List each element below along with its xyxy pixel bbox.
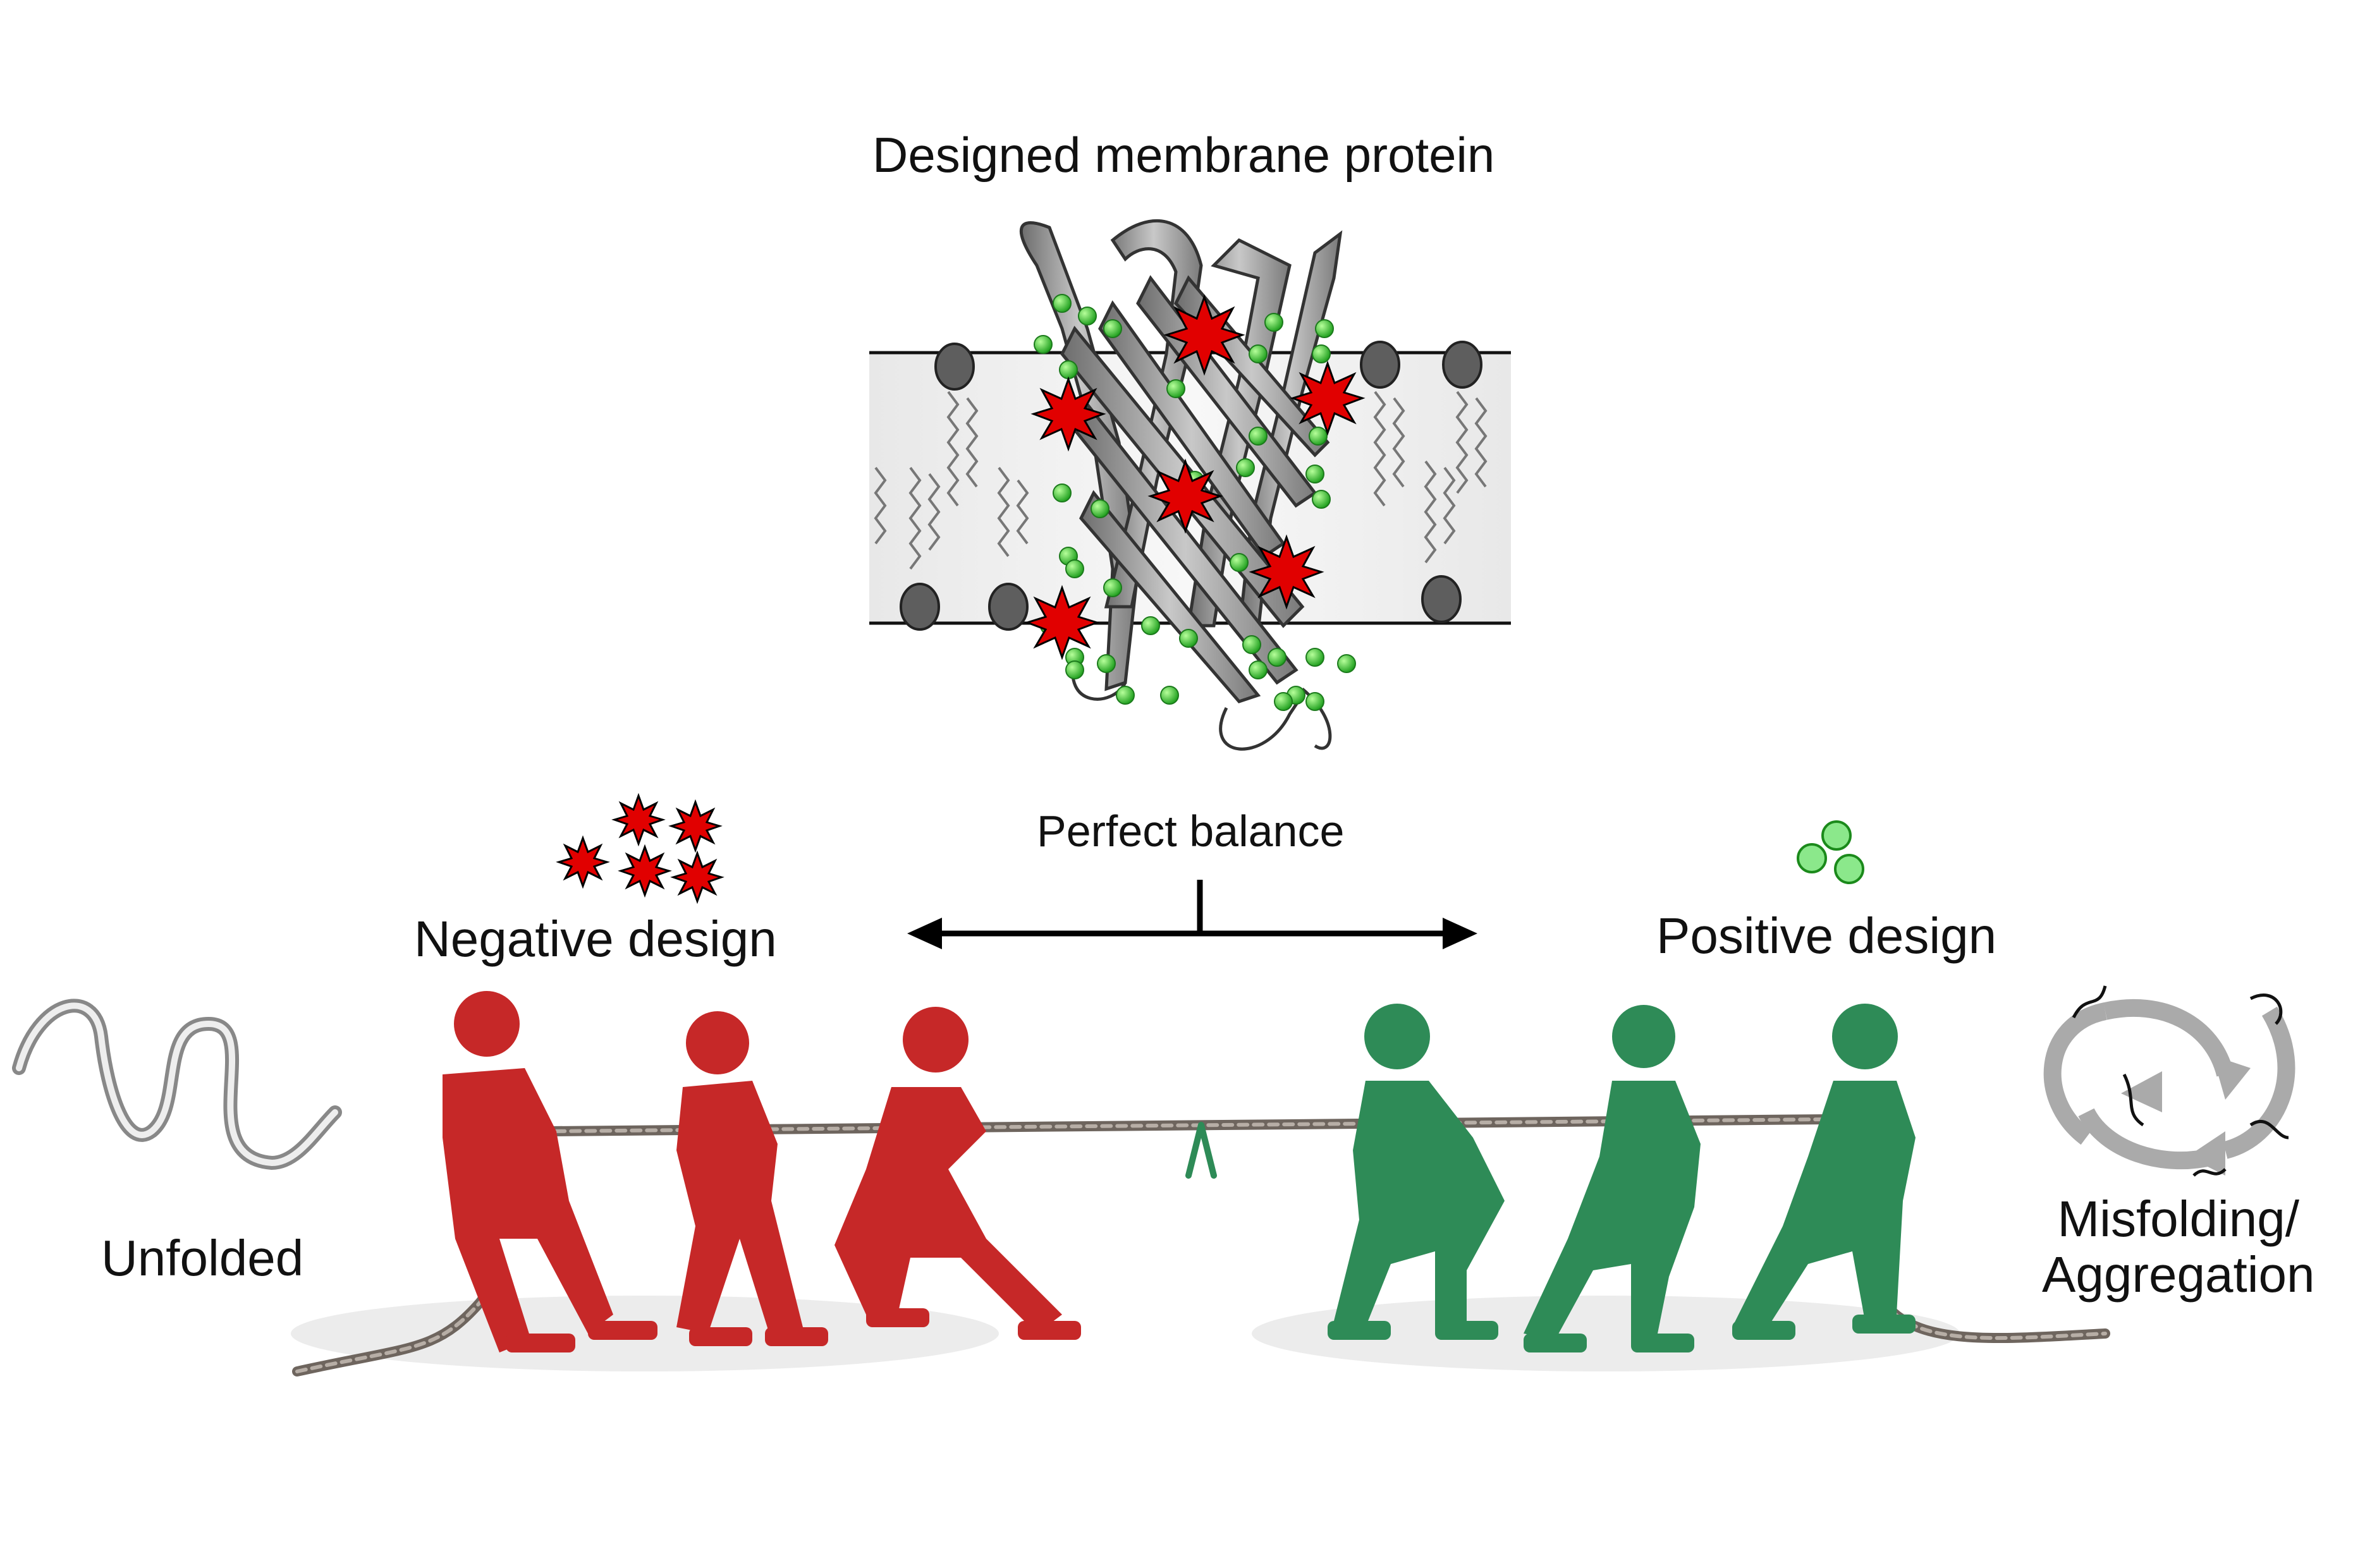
misfolding-line2: Aggregation xyxy=(2042,1246,2315,1303)
positive-design-beads xyxy=(1797,820,1864,884)
person-icon xyxy=(834,1007,1081,1340)
green-bead-icon xyxy=(1034,294,1356,711)
diagram-title: Designed membrane protein xyxy=(872,127,1495,183)
positive-design-label: Positive design xyxy=(1656,908,1997,964)
person-icon xyxy=(1328,1004,1505,1340)
person-icon xyxy=(676,1011,828,1346)
person-icon xyxy=(1524,1005,1701,1352)
unfolded-chain-icon xyxy=(12,999,342,1170)
balance-arrow xyxy=(907,880,1477,949)
unfolded-label: Unfolded xyxy=(101,1230,304,1286)
negative-team xyxy=(443,991,1081,1352)
lipid-tails xyxy=(874,391,1488,570)
positive-team xyxy=(1328,1004,1916,1352)
misfolding-line1: Misfolding/ xyxy=(2057,1191,2299,1247)
red-star-icon xyxy=(1024,294,1366,660)
person-icon xyxy=(1732,1004,1916,1340)
balance-label: Perfect balance xyxy=(1037,806,1345,856)
negative-design-stars xyxy=(556,793,724,904)
membrane xyxy=(869,341,1511,631)
negative-design-label: Negative design xyxy=(414,911,777,967)
lipid-heads xyxy=(900,341,1482,631)
person-icon xyxy=(443,991,657,1352)
aggregation-cycle-icon xyxy=(2043,985,2295,1177)
misfolding-label: Misfolding/ Aggregation xyxy=(2042,1191,2314,1303)
